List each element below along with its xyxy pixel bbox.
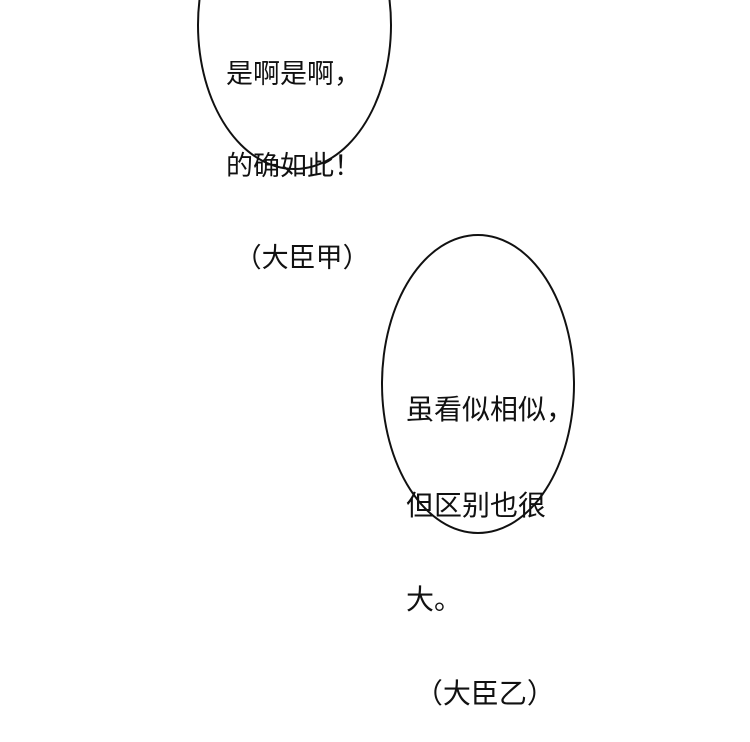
- speaker-label: （大臣乙）: [406, 677, 555, 710]
- speech-line: 的确如此！: [226, 151, 361, 182]
- speech-text-minister-b: 虽看似相似， 但区别也很 大。 （大臣乙）: [406, 329, 574, 742]
- speech-line: 大。: [406, 583, 463, 616]
- speaker-label: （大臣甲）: [226, 243, 370, 274]
- speech-line: 是啊是啊，: [226, 59, 361, 90]
- speech-line: 但区别也很: [406, 489, 547, 522]
- speech-line: 虽看似相似，: [406, 393, 575, 426]
- speech-text-minister-a: 是啊是啊， 的确如此！ （大臣甲）: [226, 0, 370, 305]
